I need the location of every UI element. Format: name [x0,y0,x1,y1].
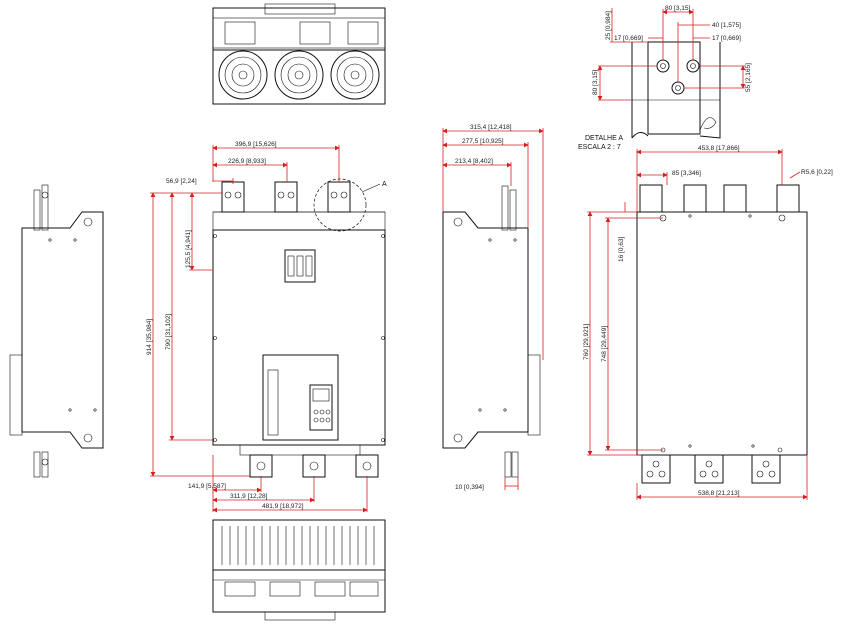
side-view-dimensions: 315,4 [12,418] 277,5 [10,925] 213,4 [8,4… [442,124,544,491]
dim-detail-height-80: 80 [3,15] [592,70,599,95]
dim-terminal-height: 125,5 [4,941] [185,230,192,268]
dim-detail-spacing-small: 40 [1,575] [712,22,741,29]
dim-detail-spacing: 80 [3,15] [665,5,690,12]
front-view: A [212,178,387,478]
left-side-view [9,184,104,478]
dim-rear-top-offset: 16 [0,63] [618,237,625,262]
keypad-icon [309,384,333,431]
dim-top-overall: 396,9 [15,626] [235,141,277,148]
top-view [212,3,386,105]
dim-depth-front: 213,4 [8,402] [455,158,493,165]
dim-terminal-offset: 10 [0,394] [455,484,484,491]
fan-left-icon [218,50,268,100]
dim-depth-body: 277,5 [10,925] [462,138,504,145]
dim-bottom-1: 141,9 [5,587] [188,483,226,490]
dim-body-height: 790 [31,102] [165,314,172,350]
dim-detail-right-17: 17 [0,669] [712,35,741,42]
right-side-view [442,185,541,478]
dim-rear-height-holes: 748 [29,449] [601,326,608,362]
rear-view-dimensions: 453,8 [17,866] 85 [3,346] R5,6 [0,22] 76… [583,145,833,500]
detail-a-callout-label: A [382,181,387,188]
dim-detail-height-55: 55 [2,165] [745,63,752,92]
dim-rear-offset-left: 85 [3,346] [672,170,701,177]
fan-right-icon [330,50,380,100]
dim-bottom-2: 311,9 [12,28] [230,493,268,500]
dim-bottom-3: 481,9 [18,972] [262,503,304,510]
dim-detail-top-25: 25 [0,984] [605,11,612,40]
detail-a-dimensions: 80 [3,15] 40 [1,575] 17 [0,669] 17 [0,66… [592,5,752,101]
fan-center-icon [274,50,324,100]
dim-rear-width-bottom: 538,8 [21,213] [698,490,740,497]
dim-rear-height-total: 760 [29,921] [583,324,590,360]
bottom-view [212,519,386,621]
rear-view [636,184,808,484]
detail-a-scale: ESCALA 2 : 7 [578,144,621,151]
detail-a-title: DETALHE A [585,135,623,142]
dim-detail-left-17: 17 [0,669] [614,35,643,42]
detail-a-callout-circle [313,178,367,232]
dim-rear-width-holes: 453,8 [17,866] [698,145,740,152]
front-view-dimensions: 396,9 [15,626] 226,9 [8,933] 56,9 [2,24]… [146,141,368,513]
dim-depth-total: 315,4 [12,418] [470,124,512,131]
detail-a-view [631,41,721,139]
dim-top-inner: 226,9 [8,933] [228,158,266,165]
dim-total-height: 914 [35,984] [146,319,153,355]
dim-rear-hole-radius: R5,6 [0,22] [801,169,833,176]
dim-left-offset: 56,9 [2,24] [166,178,197,185]
